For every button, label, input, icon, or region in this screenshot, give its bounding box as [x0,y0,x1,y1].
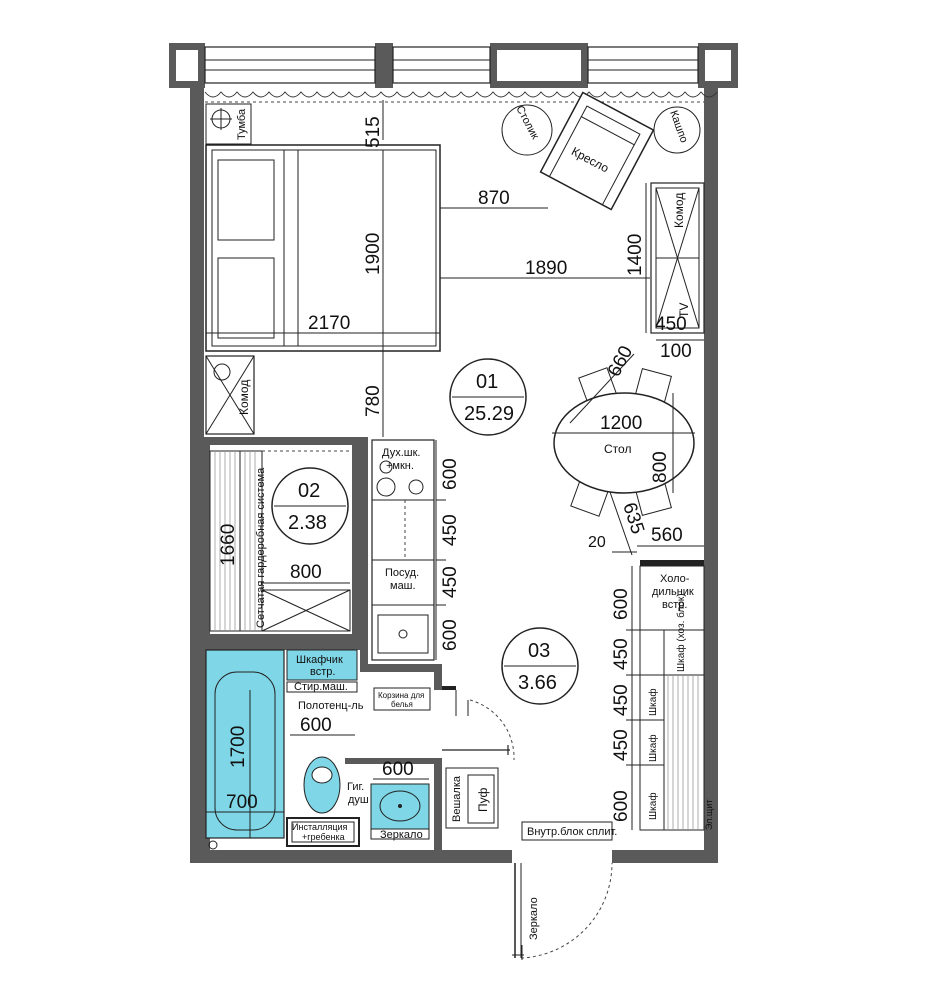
wardrobe-label: Сетчатая гардеробная система [255,467,267,628]
komod-left-label: Комод [237,380,251,415]
bathroom: Шкафчик встр. Стир.маш. Полотенц-ль Корз… [202,642,515,850]
dim-2170: 2170 [308,313,350,334]
hall-dim-600a: 600 [611,588,632,620]
room-03-number: 03 [528,640,550,662]
room-marker-01: 01 25.29 [449,358,527,436]
oven-label-2: +мкн. [386,460,414,472]
curtain [204,91,718,98]
coffee-table: Столик [501,104,553,156]
armchair: Кресло [539,91,655,211]
outer-walls [169,43,738,863]
dim-800-table: 800 [650,451,671,483]
dim-100: 100 [660,341,692,362]
stirmash-label: Стир.маш. [294,681,348,693]
room-marker-02: 02 2.38 [271,467,349,545]
split-label: Внутр.блок сплит. [527,826,617,838]
dim-560: 560 [651,525,683,546]
tv-label: TV [677,303,691,318]
kitchen-dim-450a: 450 [440,514,461,546]
fridge-label-3: встр. [662,599,687,611]
dining-table: Стол [553,367,695,517]
dresser-right: Комод TV [650,182,705,334]
hall-dim-600b: 600 [611,790,632,822]
dim-515: 515 [363,116,384,148]
korzina-label-2: белья [391,700,413,709]
room-03-area: 3.66 [518,672,557,694]
shkaf3-label: Шкаф [647,792,659,820]
polotenc-label: Полотенц-ль [298,700,364,712]
oven-label-1: Дух.шк. [382,447,420,459]
zerkalo-bath-label: Зеркало [380,829,423,841]
shkafchik-label-2: встр. [310,666,335,678]
hallway: Вешалка Пуф Внутр.блок сплит. Зеркало [445,767,617,960]
dim-1660: 1660 [218,524,239,566]
dim-870: 870 [478,188,510,209]
bed [205,144,441,352]
dim-600-towel: 600 [300,715,332,736]
dim-780: 780 [363,385,384,417]
dim-1890: 1890 [525,258,567,279]
plant-pot: Кашпо [653,106,701,154]
right-storage: Холо- дильник встр. Шкаф (хоз. блок) Шка… [639,560,714,831]
veshalka-label: Вешалка [451,775,463,822]
dim-600-sink: 600 [382,759,414,780]
room-02-area: 2.38 [288,512,327,534]
shkaf2-label: Шкаф [647,734,659,762]
tumba-label: Тумба [236,108,248,140]
dresser-left: Комод [205,355,255,435]
install-label-2: +гребенка [302,832,345,842]
fridge-label-1: Холо- [660,573,690,585]
toilet [303,756,341,814]
dishwasher-label-2: маш. [390,580,416,592]
room-02-number: 02 [298,480,320,502]
nightstand: Тумба [205,103,252,145]
wardrobe-room: Сетчатая гардеробная система [202,437,360,642]
room-01-number: 01 [476,371,498,393]
dim-450-tv: 450 [655,314,687,335]
room-marker-03: 03 3.66 [501,627,579,705]
dim-700: 700 [226,792,258,813]
puf-label: Пуф [476,788,490,812]
komod-right-label: Комод [672,193,686,228]
zerkalo-door-label: Зеркало [528,897,540,940]
gig-label-2: душ [348,794,369,806]
install-label-1: Инсталляция [292,822,348,832]
dim-800-ward: 800 [290,562,322,583]
dishwasher-label-1: Посуд. [385,567,419,579]
hall-dim-450a: 450 [611,638,632,670]
shkaf-hoz-label: Шкаф (хоз. блок) [675,593,687,672]
hall-dim-450b: 450 [611,684,632,716]
shkaf1-label: Шкаф [647,688,659,716]
korzina-label-1: Корзина для [378,691,424,700]
room-01-area: 25.29 [464,403,514,425]
dim-1700: 1700 [228,726,249,768]
hall-dim-450c: 450 [611,729,632,761]
fridge-label-2: дильник [652,586,694,598]
dim-1200: 1200 [600,413,642,434]
dimension-lines [206,100,704,838]
kitchen-dim-600a: 600 [440,458,461,490]
dim-20: 20 [588,534,606,551]
shkafchik-label-1: Шкафчик [296,654,343,666]
dim-1900: 1900 [363,233,384,275]
gig-label-1: Гиг. [347,781,364,793]
kitchen-dim-600b: 600 [440,619,461,651]
dim-1400: 1400 [625,234,646,276]
kitchen: Дух.шк. +мкн. Посуд. маш. [360,437,442,690]
stol-label: Стол [604,442,631,456]
elshchit-label: Эл.щит [704,800,714,830]
kitchen-dim-450b: 450 [440,566,461,598]
